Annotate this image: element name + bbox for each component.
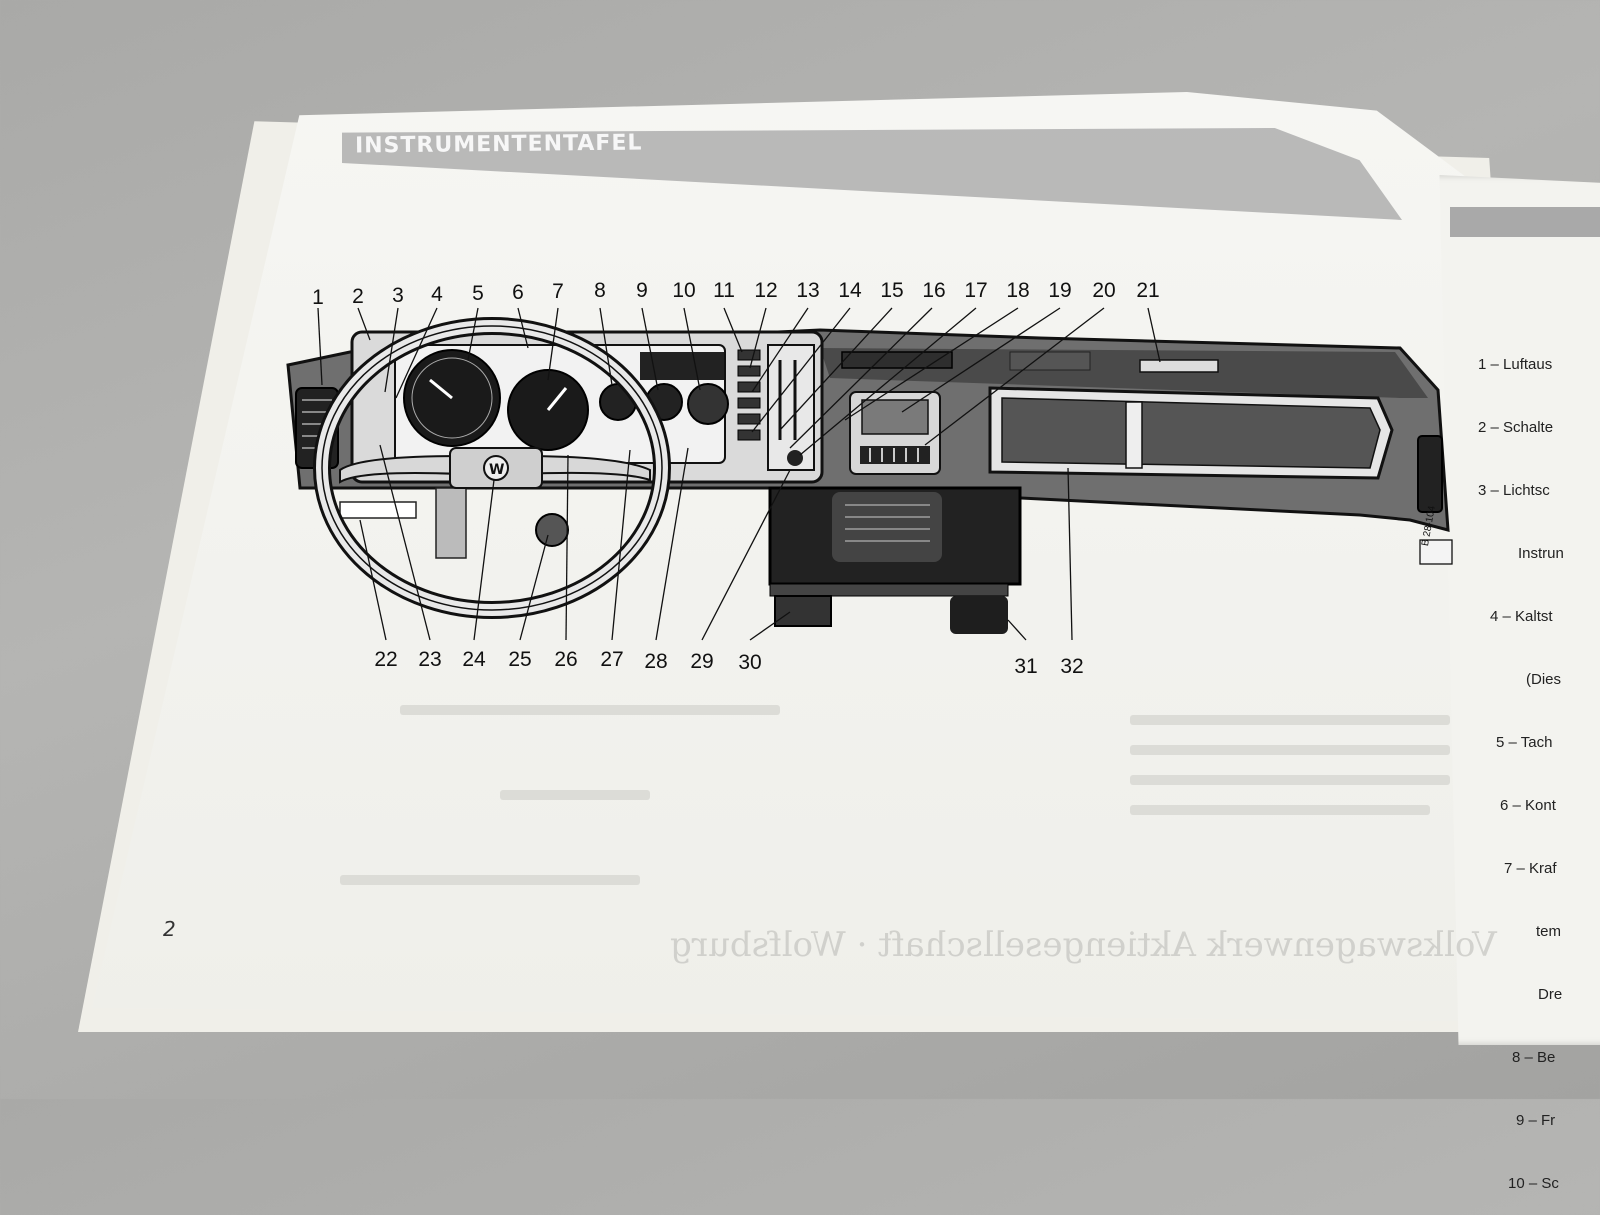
callout-29: 29 <box>690 650 714 673</box>
legend-item: 5 – Tach <box>1496 734 1553 751</box>
callout-10: 10 <box>672 279 696 302</box>
callout-32: 32 <box>1060 655 1084 678</box>
callout-14: 14 <box>838 279 862 302</box>
callout-8: 8 <box>594 279 606 302</box>
callout-21: 21 <box>1136 279 1160 302</box>
dashboard-illustration: W <box>286 307 1453 641</box>
legend-item: 1 – Luftaus <box>1478 356 1553 373</box>
callout-4: 4 <box>431 283 443 306</box>
callout-25: 25 <box>508 648 532 671</box>
page-number: 2 <box>163 917 176 941</box>
bleed-line <box>1130 805 1430 815</box>
legend-item: (Dies <box>1526 671 1562 688</box>
legend-item: 8 – Be <box>1512 1049 1556 1066</box>
callout-27: 27 <box>600 648 624 671</box>
callout-28: 28 <box>644 650 668 673</box>
callout-19: 19 <box>1048 279 1072 302</box>
legend-item: 10 – Sc <box>1508 1175 1559 1192</box>
callout-5: 5 <box>472 282 484 305</box>
legend-item: 3 – Lichtsc <box>1478 482 1550 499</box>
callout-22: 22 <box>374 648 398 671</box>
callout-18: 18 <box>1006 279 1030 302</box>
callout-6: 6 <box>512 281 524 304</box>
callout-20: 20 <box>1092 279 1116 302</box>
right-page <box>1439 175 1600 1045</box>
callout-9: 9 <box>636 279 648 302</box>
callout-12: 12 <box>754 279 778 302</box>
callout-30: 30 <box>738 651 762 674</box>
bleed-line <box>1130 715 1450 725</box>
callout-23: 23 <box>418 648 442 671</box>
bleed-line <box>1130 745 1450 755</box>
legend-item: tem <box>1536 923 1562 940</box>
bleed-line <box>1130 775 1450 785</box>
callout-17: 17 <box>964 279 988 302</box>
legend-item: 6 – Kont <box>1500 797 1556 814</box>
callout-3: 3 <box>392 284 404 307</box>
legend-item: 7 – Kraf <box>1504 860 1557 877</box>
callout-16: 16 <box>922 279 946 302</box>
legend-item: Instrun <box>1518 545 1564 562</box>
parts-legend: 1 – Luftaus 2 – Schalte 3 – Lichtsc Inst… <box>1478 312 1564 1215</box>
svg-text:W: W <box>489 462 504 478</box>
bleed-line <box>500 790 650 800</box>
right-page-header-band <box>1450 207 1600 237</box>
legend-item: 4 – Kaltst <box>1490 608 1553 625</box>
bleed-line <box>400 705 780 715</box>
bleed-line <box>340 875 640 885</box>
callout-7: 7 <box>552 280 564 303</box>
callout-2: 2 <box>352 285 364 308</box>
callout-13: 13 <box>796 279 820 302</box>
callout-11: 11 <box>713 279 735 302</box>
callout-26: 26 <box>554 648 578 671</box>
callout-31: 31 <box>1014 655 1038 678</box>
callout-15: 15 <box>880 279 904 302</box>
legend-item: Dre <box>1538 986 1563 1003</box>
legend-item: 9 – Fr <box>1516 1112 1556 1129</box>
callout-24: 24 <box>462 648 486 671</box>
callout-1: 1 <box>312 286 324 309</box>
legend-item: 2 – Schalte <box>1478 419 1554 436</box>
